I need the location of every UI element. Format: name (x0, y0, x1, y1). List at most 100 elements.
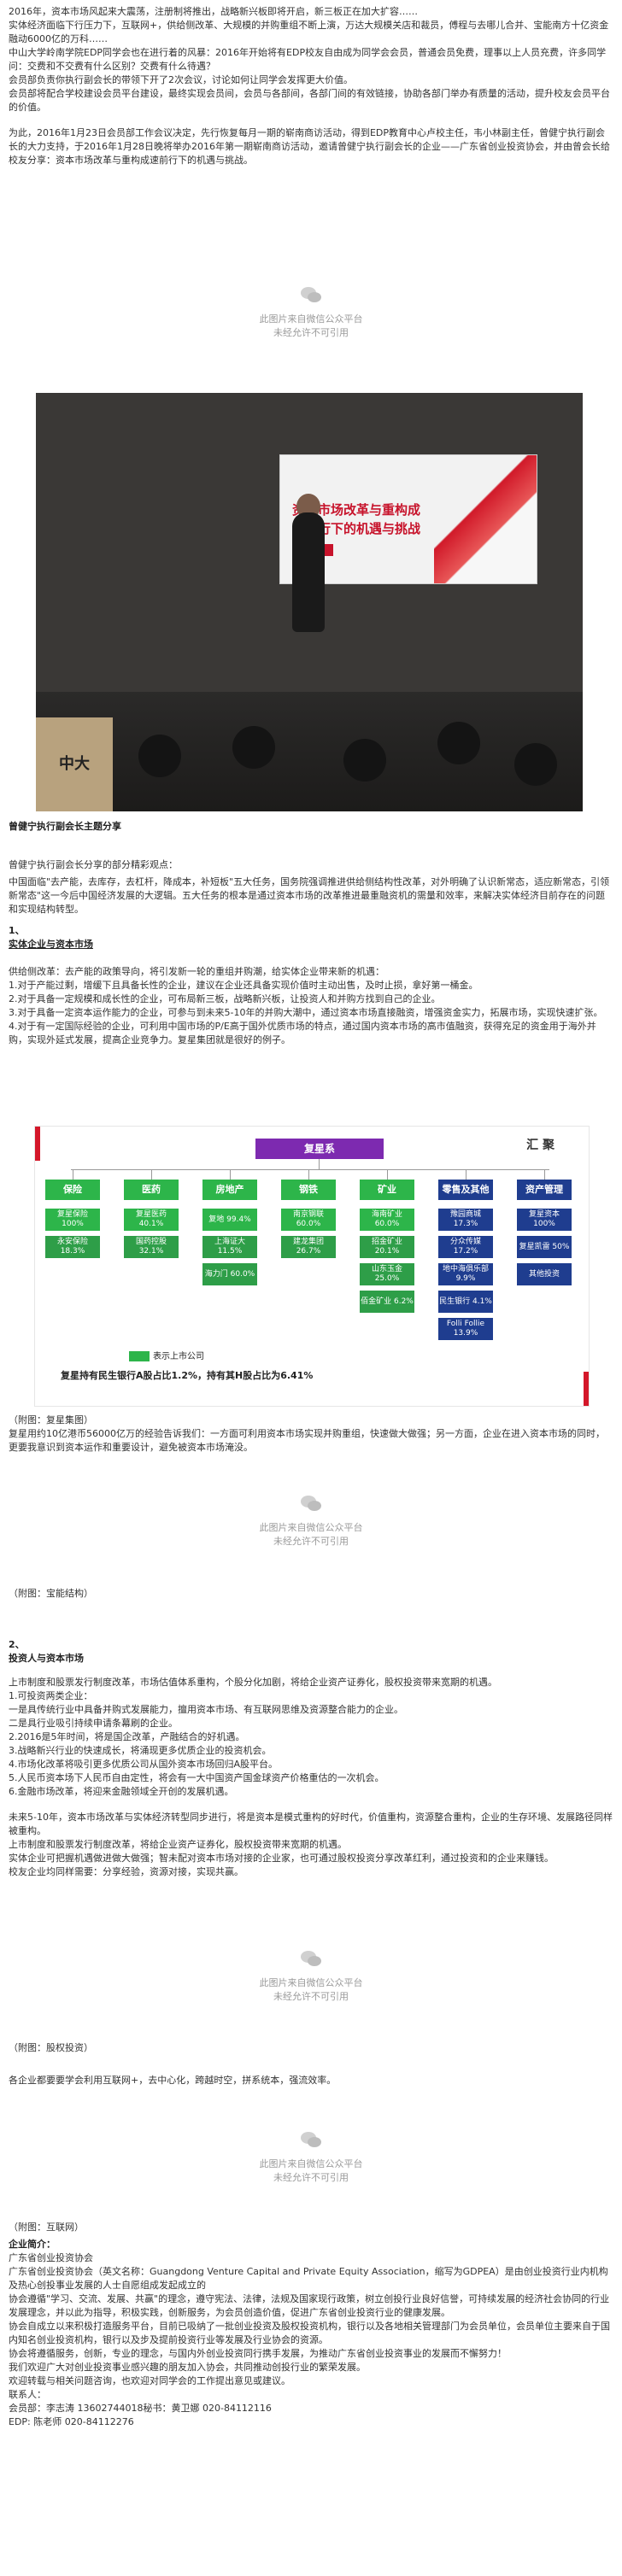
diagram-connector (387, 1169, 388, 1180)
company-line: 欢迎转载与相关问题咨询，也欢迎对同学会的工作提出意见或建议。 (9, 2375, 290, 2386)
image-placeholder: 此图片来自微信公众平台 未经允许不可引用 (0, 1929, 622, 2023)
fosun-block: （附图：复星集图） 复星用约10亿港币56000亿万的经验告诉我们：一方面可利用… (9, 1414, 613, 1455)
diagram-item: 复地 99.4% (202, 1209, 257, 1231)
diagram-caption: （附图：宝能结构） (9, 1588, 93, 1599)
intro-block: 2016年，资本市场风起来大震荡，注册制将推出，战略新兴板即将开启，新三板正在加… (9, 5, 613, 167)
diagram-item: 海力门 60.0% (202, 1263, 257, 1285)
diagram-connector (230, 1169, 231, 1180)
image-caption: （附图：股权投资） (9, 2042, 93, 2053)
wechat-icon (301, 287, 321, 302)
diagram-connector (151, 1169, 152, 1180)
summary-block: 曾健宁执行副会长分享的部分精彩观点： 中国面临"去产能，去库存，去杠杆，降成本，… (9, 858, 613, 916)
screen-title: 资本市场改革与重构成 (292, 502, 421, 518)
section-paragraph: 未来5-10年，资本市场改革与实体经济转型同步进行，将是资本是模式重构的好时代，… (9, 1812, 613, 1836)
diagram-item: 豫园商城 17.3% (438, 1209, 493, 1231)
section-number: 1、 (9, 925, 25, 936)
intro-paragraph: 会员部将配合学校建设会员平台建设，最终实现会员间，会员与各部间，各部门间的有效链… (9, 88, 610, 113)
diagram-item: 佰金矿业 6.2% (360, 1291, 414, 1313)
diagram-column-header: 钢铁 (281, 1180, 336, 1200)
watermark-line: 此图片来自微信公众平台 (259, 2158, 363, 2169)
section-point: 5.人民币资本场下人民币自由定性，将会有一大中国资产国金球资产价格重估的一次机会… (9, 1772, 384, 1783)
intro-paragraph: 为此，2016年1月23日会员部工作会议决定，先行恢复每月一期的崭南商访活动，得… (9, 127, 610, 166)
contact-line: 会员部：李志涛 13602744018秘书：黄卫娜 020-84112116 (9, 2403, 272, 2414)
section-point: 3.对于具备一定资本运作能力的企业，可参与到未来5-10年的并购大潮中，通过资本… (9, 1007, 603, 1018)
wechat-icon (301, 1496, 321, 1511)
diagram-item: 复星资本 100% (517, 1209, 572, 1231)
diagram-item: 复星保险 100% (45, 1209, 100, 1231)
watermark-line: 此图片来自微信公众平台 (259, 1977, 363, 1988)
section-title: 投资人与资本市场 (9, 1653, 84, 1664)
company-block: 企业简介： 广东省创业投资协会 广东省创业投资协会（英文名称：Guangdong… (9, 2238, 613, 2429)
intro-paragraph: 实体经济面临下行压力下，互联网+，供给侧改革、大规模的并购重组不断上演，万达大规… (9, 20, 609, 44)
diagram-item: 建龙集团 26.7% (281, 1236, 336, 1258)
diagram-item: 海南矿业 60.0% (360, 1209, 414, 1231)
company-line: 协会自成立以来积极打造服务平台，目前已吸纳了一批创业投资及股权投资机构，银行以及… (9, 2321, 610, 2345)
watermark-line: 此图片来自微信公众平台 (259, 313, 363, 325)
watermark-line: 未经允许不可引用 (273, 327, 349, 338)
section-point: 4.市场化改革将吸引更多优质公司从国外资本市场回归A股平台。 (9, 1759, 279, 1770)
side-banner: 中大 (36, 717, 113, 811)
diagram-item: 复星凯雷 50% (517, 1236, 572, 1258)
section-point: 3.战略新兴行业的快速成长，将涌现更多优质企业的投资机会。 (9, 1745, 272, 1756)
section-point: 6.金融市场改革，将迎来金融领域全开创的发展机遇。 (9, 1786, 234, 1797)
diagram-item: 民生银行 4.1% (438, 1291, 493, 1313)
wechat-icon (301, 2132, 321, 2147)
diagram-connector (544, 1169, 545, 1180)
diagram-item: Folli Follie 13.9% (438, 1318, 493, 1340)
section-paragraph: 上市制度和股票发行制度改革，将给企业资产证券化，股权投资带来宽期的机遇。 (9, 1839, 347, 1850)
diagram-item: 其他投资 (517, 1263, 572, 1285)
fosun-diagram: 复星系 汇 聚 保险复星保险 100%永安保险 18.3%医药复星医药 40.1… (34, 1126, 590, 1407)
legend-text: 表示上市公司 (153, 1352, 204, 1361)
section-1: 1、 实体企业与资本市场 供给侧改革：去产能的政策导向，将引发新一轮的重组并购潮… (9, 924, 613, 1047)
diagram-footer: 复星持有民生银行A股占比1.2%，持有其H股占比为6.41% (61, 1370, 314, 1381)
watermark-line: 未经允许不可引用 (273, 1536, 349, 1547)
summary-paragraph: 中国面临"去产能，去库存，去杠杆，降成本，补短板"五大任务，国务院强调推进供给侧… (9, 876, 610, 915)
diagram-item: 国药控股 32.1% (124, 1236, 179, 1258)
diagram-item: 招金矿业 20.1% (360, 1236, 414, 1258)
legend-swatch (129, 1351, 150, 1361)
company-line: 我们欢迎广大对创业投资事业感兴趣的朋友加入协会，共同推动创投行业的繁荣发展。 (9, 2362, 366, 2373)
section-point: 2.2016是5年时间，将是国企改革，产融结合的好机遇。 (9, 1731, 245, 1742)
company-line: 协会将遵循服务，创新，专业的理念，与国内外创业投资同行携手发展，为推动广东省创业… (9, 2348, 507, 2359)
diagram-column-header: 资产管理 (517, 1180, 572, 1200)
image-placeholder: 此图片来自微信公众平台 未经允许不可引用 (0, 265, 622, 359)
company-line: 协会遵循"学习、交流、发展、共赢"的理念，遵守宪法、法律，法规及国家现行政策，树… (9, 2293, 610, 2318)
wechat-icon (301, 1951, 321, 1966)
diagram-item: 永安保险 18.3% (45, 1236, 100, 1258)
audience (36, 692, 583, 811)
contact-line: EDP: 陈老师 020-84112276 (9, 2416, 134, 2427)
watermark-line: 未经允许不可引用 (273, 2172, 349, 2183)
investment-block: （附图：股权投资） 各企业都要要学会利用互联网+，去中心化，跨越时空，拼系统本，… (9, 2041, 613, 2087)
fosun-text: 复星用约10亿港币56000亿万的经验告诉我们：一方面可利用资本市场实现并购重组… (9, 1428, 605, 1453)
section-2: 2、 投资人与资本市场 上市制度和股票发行制度改革，市场估值体系重构，个股分化加… (9, 1638, 613, 1879)
diagram-legend: 表示上市公司 (129, 1350, 204, 1364)
diagram-item: 上海证大 11.5% (202, 1236, 257, 1258)
section-paragraph: 实体企业可把握机遇做进做大做强；智未配对资本市场对接的企业家，也可通过股权投资分… (9, 1853, 554, 1864)
section-point: 一是具传统行业中具备并购式发展能力，擅用资本市场、有互联网思维及资源整合能力的企… (9, 1704, 403, 1715)
watermark-line: 此图片来自微信公众平台 (259, 1522, 363, 1533)
diagram-item: 地中海俱乐部 9.9% (438, 1263, 493, 1285)
section-point: 二是具行业吸引持续申请条幕刷的企业。 (9, 1718, 178, 1729)
diagram-column-header: 零售及其他 (438, 1180, 493, 1200)
section-title: 实体企业与资本市场 (9, 939, 93, 950)
diagram-column-header: 医药 (124, 1180, 179, 1200)
diagram-item: 南京钢联 60.0% (281, 1209, 336, 1231)
intro-paragraph: 中山大学岭南学院EDP同学会也在进行着的风暴：2016年开始将有EDP校友自由成… (9, 47, 607, 72)
section-point: 1.对于产能过剩，增缓下且具备长性的企业，建议在企业还具备实现价值时主动出售，及… (9, 980, 478, 991)
section-point: 2.对于具备一定规模和成长性的企业，可布局新三板，战略新兴板，让投资人和并购方找… (9, 993, 441, 1004)
image-placeholder: 此图片来自微信公众平台 未经允许不可引用 (0, 2110, 622, 2204)
watermark-line: 未经允许不可引用 (273, 1991, 349, 2002)
diagram-brand: 汇 聚 (526, 1139, 555, 1152)
section-lead: 供给侧改革：去产能的政策导向，将引发新一轮的重组并购潮，给实体企业带来新的机遇： (9, 966, 384, 977)
section-point: 4.对于有一定国际经验的企业，可利用中国市场的P/E高于国外优质市场的特点，通过… (9, 1021, 596, 1045)
image-caption: （附图：互联网） (9, 2222, 84, 2233)
intro-paragraph: 2016年，资本市场风起来大震荡，注册制将推出，战略新兴板即将开启，新三板正在加… (9, 6, 418, 17)
diagram-item: 山东玉金 25.0% (360, 1263, 414, 1285)
intro-paragraph: 会员部负责你执行副会长的带领下开了2次会议，讨论如何让同学会发挥更大价值。 (9, 74, 353, 85)
company-line: 广东省创业投资协会 (9, 2252, 93, 2263)
section-lead: 上市制度和股票发行制度改革，市场估值体系重构，个股分化加剧，将给企业资产证券化，… (9, 1677, 497, 1688)
company-line: 广东省创业投资协会（英文名称：Guangdong Venture Capital… (9, 2266, 608, 2291)
section-number: 2、 (9, 1639, 25, 1650)
diagram-root: 复星系 (255, 1139, 384, 1159)
